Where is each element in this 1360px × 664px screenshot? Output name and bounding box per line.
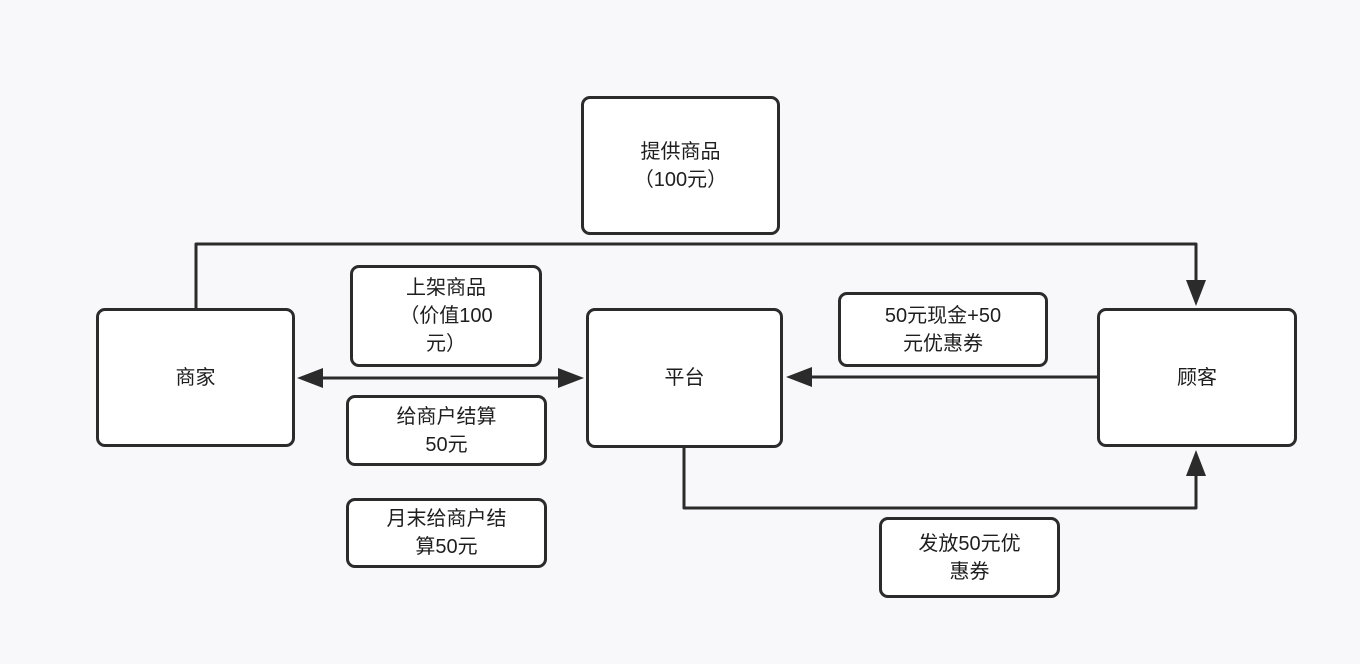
label-monthly-settle: 月末给商户结 算50元 xyxy=(346,498,547,568)
label-settle-merchant: 给商户结算 50元 xyxy=(346,395,547,466)
node-platform: 平台 xyxy=(586,308,783,448)
node-merchant: 商家 xyxy=(96,308,295,447)
label-issue-coupon-text: 发放50元优 惠券 xyxy=(918,532,1021,583)
node-merchant-label: 商家 xyxy=(175,366,216,389)
node-customer-label: 顾客 xyxy=(1177,366,1217,389)
customer-to-platform-arrow xyxy=(786,367,1097,387)
label-list-goods-text: 上架商品 （价值100 元） xyxy=(399,277,493,355)
label-cash-plus-coupon: 50元现金+50 元优惠券 xyxy=(838,292,1048,367)
label-issue-coupon: 发放50元优 惠券 xyxy=(879,517,1060,598)
merchant-to-customer-arrow xyxy=(194,242,1206,308)
label-provide-goods: 提供商品 （100元） xyxy=(581,96,780,235)
label-list-goods: 上架商品 （价值100 元） xyxy=(350,265,542,367)
node-customer: 顾客 xyxy=(1097,308,1297,447)
merchant-platform-double-arrow xyxy=(297,368,584,388)
label-monthly-settle-text: 月末给商户结 算50元 xyxy=(386,508,507,558)
label-cash-plus-coupon-text: 50元现金+50 元优惠券 xyxy=(884,304,1002,355)
platform-to-customer-arrow xyxy=(682,448,1206,510)
node-platform-label: 平台 xyxy=(664,367,705,389)
label-provide-goods-text: 提供商品 （100元） xyxy=(633,140,728,191)
label-settle-merchant-text: 给商户结算 50元 xyxy=(396,405,497,456)
